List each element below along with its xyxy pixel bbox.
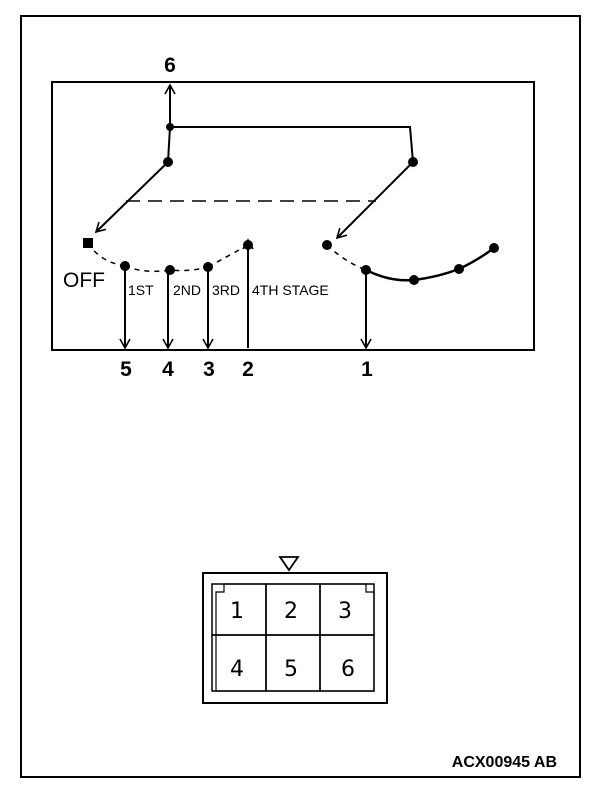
connector-cell-6-label: 6 — [341, 657, 355, 682]
outer-frame — [20, 15, 581, 778]
connector-key-triangle-icon — [278, 556, 300, 572]
pin-2-label: 2 — [242, 358, 254, 381]
pin-4-label: 4 — [162, 358, 174, 381]
left-arc-c — [207, 244, 249, 268]
right-contact-d — [489, 243, 499, 253]
left-arc-b — [124, 265, 209, 273]
right-contact-c — [454, 264, 464, 274]
switch-box — [51, 81, 535, 351]
off-contact — [83, 238, 93, 248]
stage-2nd-label: 2ND — [173, 282, 201, 298]
connector-cell-1-label: 1 — [230, 599, 244, 624]
pin-3-label: 3 — [203, 358, 215, 381]
left-arc-a — [87, 242, 126, 267]
common-bus-drop — [167, 126, 171, 163]
right-arc-solid — [365, 246, 495, 282]
connector-cell-2-label: 2 — [284, 599, 298, 624]
right-contact-b — [409, 275, 419, 285]
figure-code: ACX00945 AB — [452, 754, 557, 771]
right-wiper — [335, 161, 414, 240]
off-label: OFF — [63, 269, 105, 292]
common-bus — [170, 126, 414, 163]
right-arc-dashed — [326, 244, 367, 271]
right-off-contact — [322, 240, 332, 250]
pin-6-label: 6 — [164, 54, 176, 77]
connector-cell-3-label: 3 — [338, 599, 352, 624]
connector-cell-5-label: 5 — [284, 657, 298, 682]
bus-junction — [166, 123, 174, 131]
connector-cell-4-label: 4 — [230, 657, 244, 682]
contact-2nd — [165, 265, 175, 275]
stage-4th-label: 4TH STAGE — [252, 282, 329, 298]
stage-1st-label: 1ST — [128, 282, 154, 298]
stage-3rd-label: 3RD — [212, 282, 240, 298]
connector: 1 2 3 4 5 6 — [202, 556, 388, 704]
connector-housing — [202, 572, 388, 704]
left-wiper — [94, 161, 169, 234]
switch-schematic: 6 OFF 1ST — [51, 54, 535, 381]
connector-cell-6 — [319, 634, 375, 692]
pin-1-label: 1 — [361, 358, 373, 381]
pin-5-label: 5 — [120, 358, 132, 381]
